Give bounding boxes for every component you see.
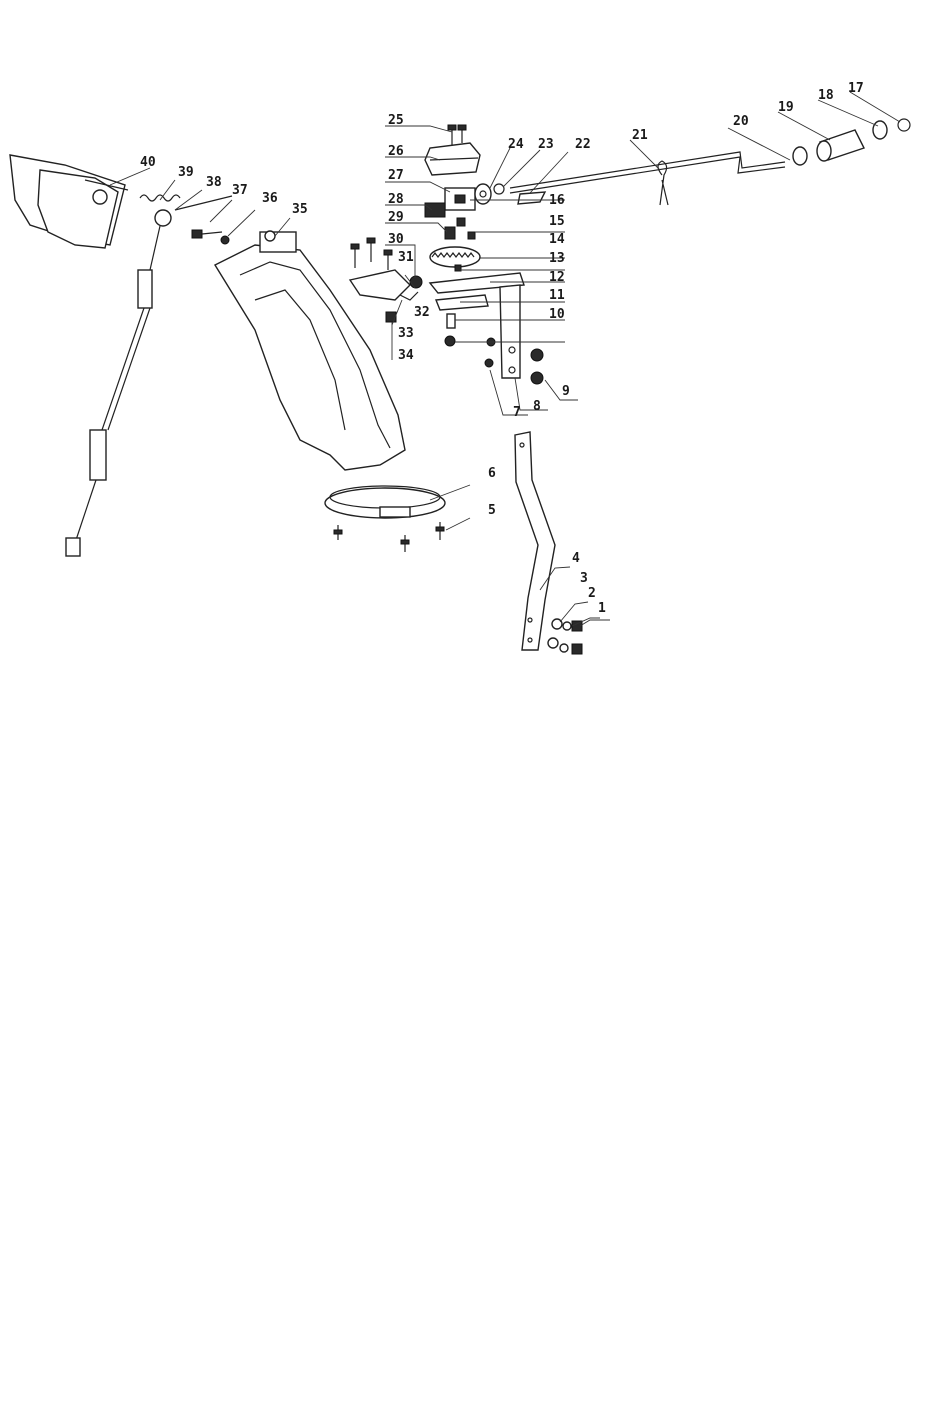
callout-32: 32 bbox=[414, 305, 430, 320]
part-19-grip bbox=[817, 130, 864, 161]
callout-40: 40 bbox=[140, 155, 156, 170]
callout-26: 26 bbox=[388, 144, 404, 159]
part-36-bolt bbox=[192, 230, 229, 244]
callout-29: 29 bbox=[388, 210, 404, 225]
callout-14: 14 bbox=[549, 232, 565, 247]
part-21-cotter-pin bbox=[658, 161, 668, 205]
part-30-screws bbox=[351, 238, 392, 270]
part-26-cap bbox=[425, 143, 480, 175]
callout-17: 17 bbox=[848, 81, 864, 96]
part-15-16-fasteners bbox=[457, 218, 475, 239]
part-4-support-bracket bbox=[515, 432, 555, 650]
callout-25: 25 bbox=[388, 113, 404, 128]
callout-11: 11 bbox=[549, 288, 565, 303]
callout-10: 10 bbox=[549, 307, 565, 322]
callout-28: 28 bbox=[388, 192, 404, 207]
part-28-pinion bbox=[425, 203, 445, 217]
callout-23: 23 bbox=[538, 137, 554, 152]
callout-35: 35 bbox=[292, 202, 308, 217]
part-5-screws bbox=[334, 522, 444, 552]
callout-13: 13 bbox=[549, 251, 565, 266]
callout-19: 19 bbox=[778, 100, 794, 115]
callout-34: 34 bbox=[398, 348, 414, 363]
callout-15: 15 bbox=[549, 214, 565, 229]
callout-6: 6 bbox=[488, 466, 496, 481]
part-38-pin bbox=[175, 196, 232, 210]
callout-31: 31 bbox=[398, 250, 414, 265]
part-6-ring bbox=[325, 486, 445, 518]
callout-20: 20 bbox=[733, 114, 749, 129]
part-14-gear bbox=[430, 247, 480, 267]
callout-38: 38 bbox=[206, 175, 222, 190]
callout-39: 39 bbox=[178, 165, 194, 180]
part-17-clip bbox=[898, 119, 910, 131]
callout-37: 37 bbox=[232, 183, 248, 198]
callout-7: 7 bbox=[513, 405, 521, 420]
part-24-washer bbox=[475, 184, 491, 204]
callout-27: 27 bbox=[388, 168, 404, 183]
callout-16: 16 bbox=[549, 193, 565, 208]
callout-30: 30 bbox=[388, 232, 404, 247]
part-32-33-34-bracket bbox=[350, 270, 418, 322]
callout-2: 2 bbox=[588, 586, 596, 601]
callout-21: 21 bbox=[632, 128, 648, 143]
callout-5: 5 bbox=[488, 503, 496, 518]
part-10-nut bbox=[445, 336, 455, 346]
callout-4: 4 bbox=[572, 551, 580, 566]
part-25-screws bbox=[448, 125, 466, 145]
callout-9: 9 bbox=[562, 384, 570, 399]
callout-1: 1 bbox=[598, 601, 606, 616]
callout-3: 3 bbox=[580, 571, 588, 586]
part-35-chute bbox=[215, 231, 405, 470]
part-11-spring bbox=[447, 314, 455, 328]
callout-12: 12 bbox=[549, 270, 565, 285]
part-29-pinion-gear bbox=[445, 227, 455, 239]
part-8-bracket bbox=[500, 285, 520, 378]
part-23-ring bbox=[494, 184, 504, 194]
callout-22: 22 bbox=[575, 137, 591, 152]
part-12-plate bbox=[436, 295, 488, 310]
callout-36: 36 bbox=[262, 191, 278, 206]
callout-8: 8 bbox=[533, 399, 541, 414]
part-9-bolts bbox=[531, 349, 543, 384]
part-31-nut bbox=[410, 276, 422, 288]
callout-18: 18 bbox=[818, 88, 834, 103]
callout-33: 33 bbox=[398, 326, 414, 341]
callout-24: 24 bbox=[508, 137, 524, 152]
control-cable bbox=[66, 210, 171, 556]
part-40-deflector bbox=[10, 155, 128, 248]
part-39-spring bbox=[140, 195, 180, 201]
